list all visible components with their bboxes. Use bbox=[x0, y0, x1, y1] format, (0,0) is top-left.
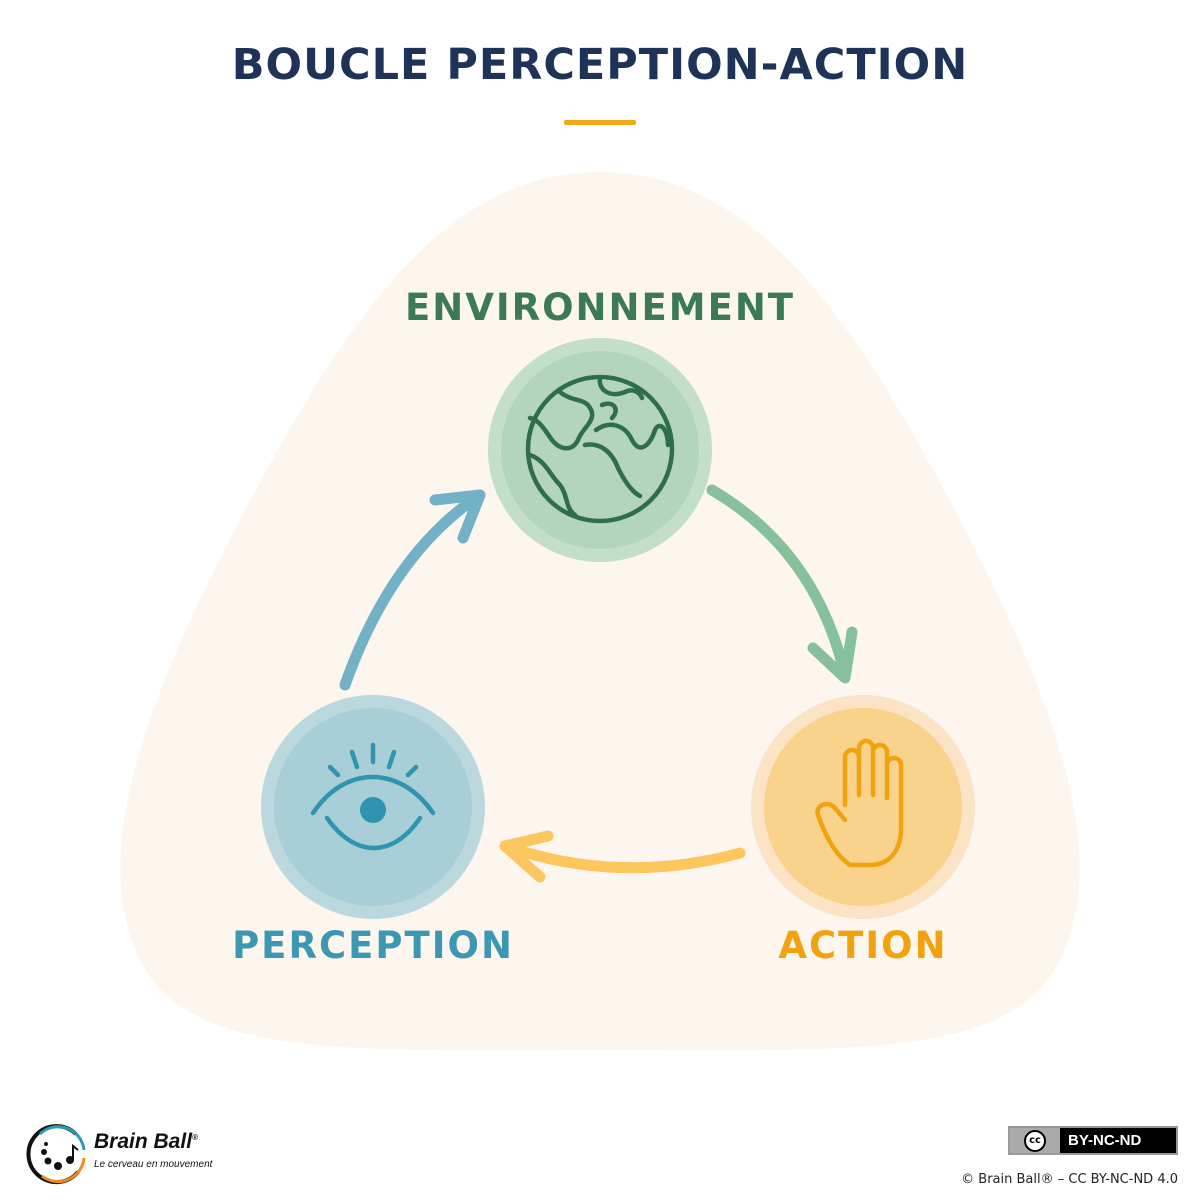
license-badge: cc BY-NC-ND bbox=[1008, 1126, 1178, 1155]
title-underline bbox=[564, 120, 636, 125]
hand-icon bbox=[815, 738, 904, 868]
license-badge-text: BY-NC-ND bbox=[1068, 1132, 1142, 1149]
perception-node bbox=[261, 695, 485, 919]
brain-ball-logo-icon bbox=[26, 1124, 86, 1185]
creative-commons-icon: cc bbox=[1010, 1128, 1060, 1153]
brain-ball-logo: Brain Ball® Le cerveau en mouvement bbox=[26, 1122, 246, 1186]
environment-node bbox=[488, 338, 712, 562]
eye-icon bbox=[310, 742, 436, 851]
page-title: BOUCLE PERCEPTION-ACTION bbox=[231, 40, 969, 90]
perception-label: PERCEPTION bbox=[232, 924, 514, 967]
logo-registered: ® bbox=[192, 1133, 198, 1142]
environment-label: ENVIRONNEMENT bbox=[404, 286, 796, 329]
arrow-perception-to-environment bbox=[339, 489, 486, 691]
copyright-text: © Brain Ball® – CC BY-NC-ND 4.0 bbox=[961, 1172, 1178, 1187]
logo-tagline: Le cerveau en mouvement bbox=[94, 1159, 213, 1170]
action-node bbox=[751, 695, 975, 919]
arrow-environment-to-action bbox=[706, 484, 858, 684]
arrow-action-to-perception bbox=[499, 830, 746, 883]
action-label: ACTION bbox=[778, 924, 948, 967]
logo-name: Brain Ball bbox=[94, 1130, 193, 1153]
globe-icon bbox=[525, 374, 675, 524]
